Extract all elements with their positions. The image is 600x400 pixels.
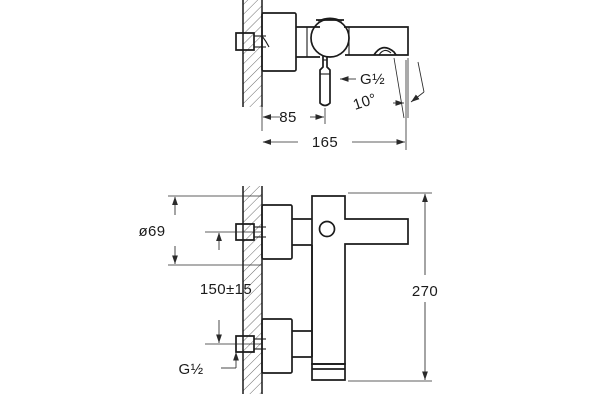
dimension-85: 85	[261, 75, 326, 131]
dimension-angle-10: 10°	[351, 57, 425, 119]
front-view-lower-inlet	[235, 335, 266, 353]
dimension-diameter-69: ø69	[138, 195, 262, 266]
dimension-thread-top: G½	[340, 71, 385, 88]
top-view-group: 85 165 G½ 10°	[235, 0, 425, 151]
top-view-spout-arm	[344, 26, 409, 56]
front-view-outlet-circle	[318, 220, 336, 238]
front-view-group: ø69 150±15 G½ 270	[138, 186, 438, 394]
front-view-lower-neck	[292, 330, 312, 358]
front-view-upper-neck	[292, 218, 312, 246]
dimension-height-270-label: 270	[412, 283, 438, 300]
dimension-165: 165	[262, 60, 407, 151]
front-view-upper-escutcheon	[261, 204, 293, 260]
top-view-wall	[242, 0, 263, 107]
top-view-valve-knob	[310, 17, 350, 58]
front-view-bottom-cap	[311, 363, 346, 381]
dimension-165-label: 165	[312, 134, 338, 151]
dimension-angle-10-label: 10°	[351, 90, 379, 114]
top-view-escutcheon	[261, 12, 297, 72]
dimension-height-270: 270	[348, 192, 438, 382]
front-view-lower-escutcheon	[261, 318, 293, 374]
top-view-lever-handle	[319, 56, 331, 107]
dimension-thread-bottom: G½	[179, 352, 239, 378]
dimension-height-150: 150±15	[200, 231, 262, 345]
front-view-body	[311, 195, 409, 365]
dimension-85-label: 85	[279, 109, 297, 126]
top-view-aerator	[373, 46, 397, 56]
dimension-thread-bottom-label: G½	[179, 361, 204, 378]
dimension-diameter-69-label: ø69	[138, 223, 165, 240]
top-view-body-tube	[296, 26, 320, 58]
dimension-height-150-label: 150±15	[200, 281, 252, 298]
dimension-thread-top-label: G½	[360, 71, 385, 88]
front-view-upper-inlet	[235, 223, 266, 241]
